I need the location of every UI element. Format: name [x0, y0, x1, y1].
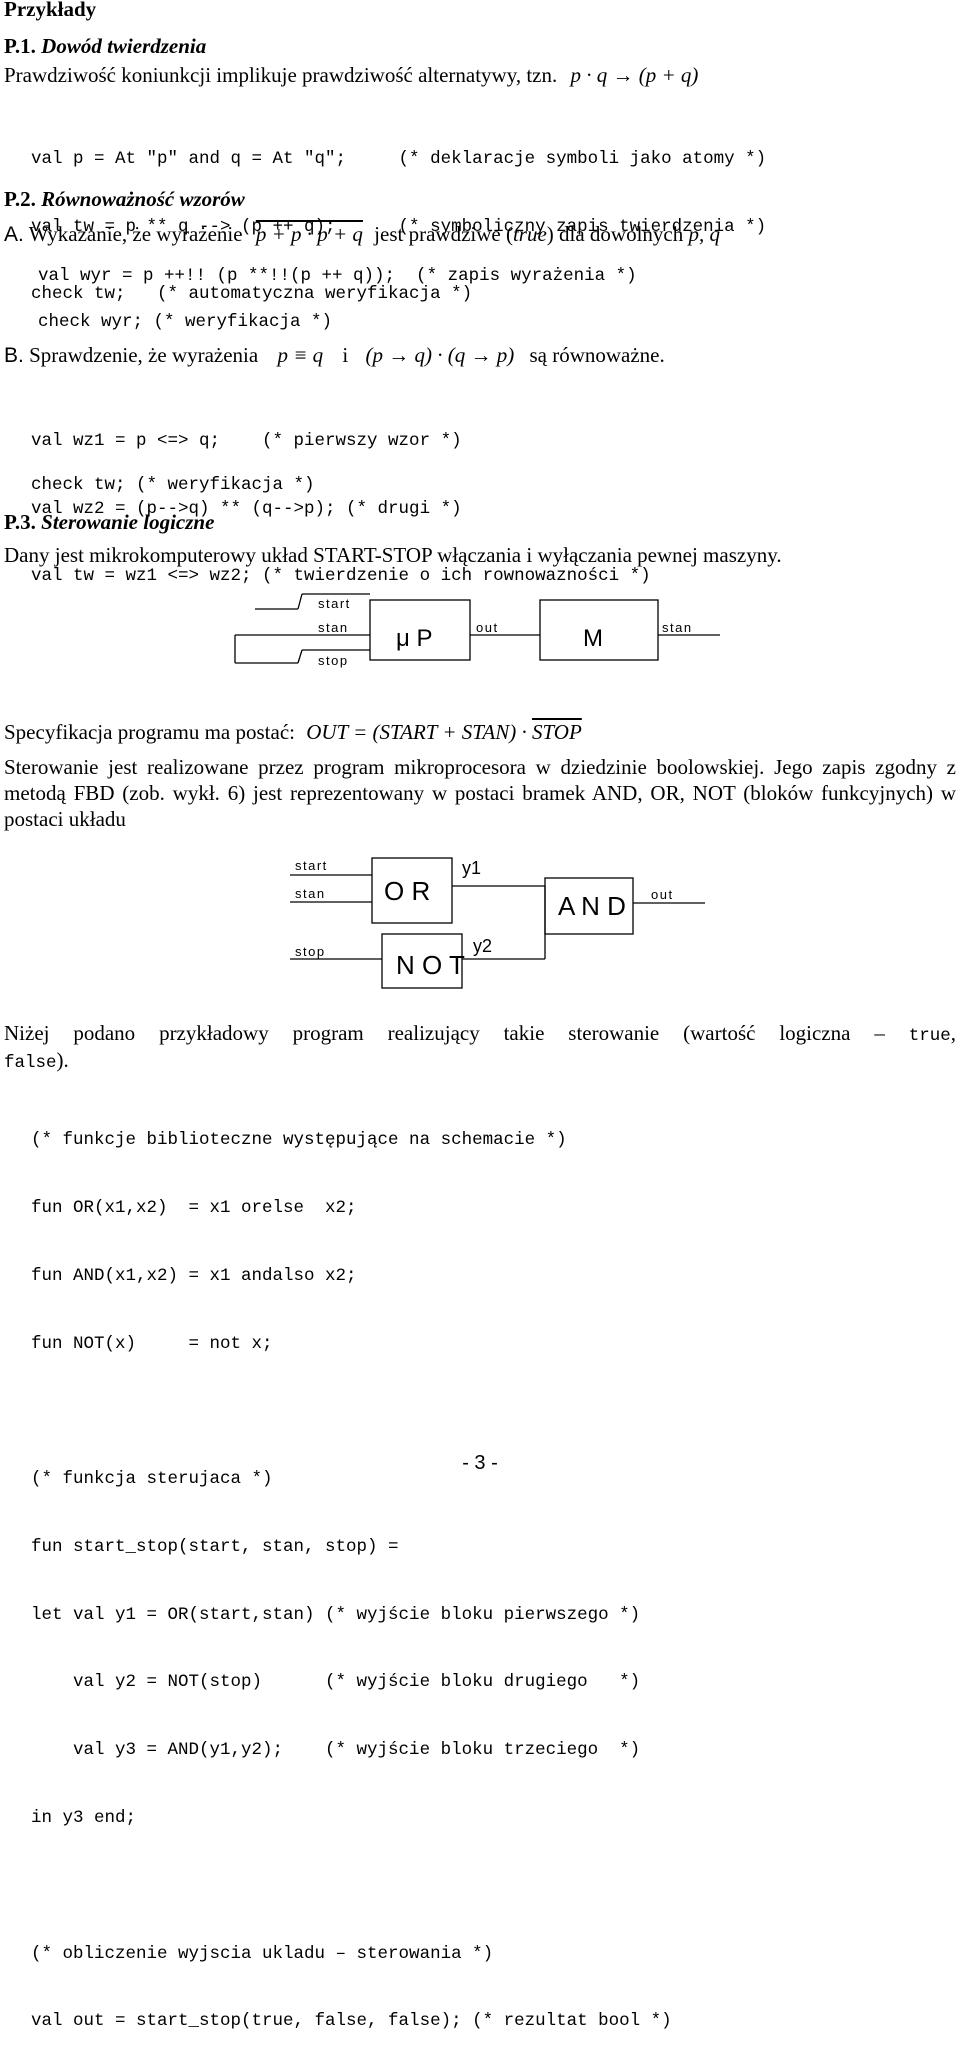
section-title-text: Równoważność wzorów: [41, 187, 245, 211]
a-text-middle: jest prawdziwe (: [374, 222, 513, 246]
label-stop: stop: [295, 944, 326, 959]
code-line: [31, 1400, 672, 1423]
label-stan-in: stan: [318, 620, 349, 635]
code-line: in y3 end;: [31, 1808, 137, 1828]
b-formula-2: (p → q) · (q → p): [365, 343, 515, 367]
code-line: val wz2 = (p-->q) ** (q-->p); (* drugi *…: [31, 498, 462, 519]
code-line: val tw = wz1 <=> wz2; (* twierdzenie o i…: [31, 566, 651, 586]
p1-description-text: Prawdziwość koniunkcji implikuje prawdzi…: [4, 63, 558, 87]
b-i: i: [342, 343, 349, 367]
prog-intro-2: false).: [4, 1048, 69, 1073]
p1-description: Prawdziwość koniunkcji implikuje prawdzi…: [4, 63, 698, 88]
label-stan: stan: [295, 886, 326, 901]
code-line: val out = start_stop(true, false, false)…: [31, 2011, 672, 2032]
code-line: val p = At "p" and q = At "q"; (* deklar…: [31, 149, 767, 169]
p1-code-block: val p = At "p" and q = At "q"; (* deklar…: [31, 103, 766, 328]
spec-line: Specyfikacja programu ma postać: OUT = (…: [4, 720, 582, 745]
start-switch-blade: [297, 593, 303, 610]
label-microprocessor: μ P: [396, 625, 433, 652]
page-heading: Przykłady: [4, 0, 97, 21]
prog-false: false: [4, 1053, 57, 1073]
code-line: let val y1 = OR(start,stan) (* wyjście b…: [31, 1604, 641, 1625]
b-code-block: val wz1 = p <=> q; (* pierwszy wzor *) v…: [31, 385, 651, 610]
section-title-text: Sterowanie logiczne: [41, 510, 215, 534]
a-code-line-2: check wyr; (* weryfikacja *): [38, 312, 333, 332]
b-formula-1: p ≡ q: [277, 343, 324, 367]
code-line: val y3 = AND(y1,y2); (* wyjście bloku tr…: [31, 1740, 641, 1761]
label-machine: M: [583, 625, 603, 652]
code-line: fun NOT(x) = not x;: [31, 1333, 273, 1354]
stop-switch-blade: [297, 649, 303, 664]
a-formula: p + p · p + q: [255, 220, 368, 246]
b-text: Sprawdzenie, że wyrażenia: [29, 343, 259, 367]
label-stop: stop: [318, 653, 349, 668]
fbd-diagram: start stan stop O R N O T A N D y1 y2 ou…: [290, 857, 705, 989]
not-gate-box: [381, 933, 463, 989]
p2-b-statement: B. Sprawdzenie, że wyrażenia p ≡ q i (p …: [4, 343, 665, 368]
code-line: val y2 = NOT(stop) (* wyjście bloku drug…: [31, 1672, 641, 1693]
a-text-after: ) dla dowolnych: [546, 222, 684, 246]
section-title-p1: P.1. Dowód twierdzenia: [4, 34, 206, 59]
code-line: val tw = p ** q --> (p ++ q); (* symboli…: [31, 216, 767, 237]
prog-end: ).: [56, 1048, 69, 1072]
page-number: - 3 -: [462, 1452, 498, 1474]
b-check-line: check tw; (* weryfikacja *): [31, 475, 315, 495]
code-line: fun AND(x1,x2) = x1 andalso x2;: [31, 1265, 357, 1286]
section-title-p3: P.3. Sterowanie logiczne: [4, 510, 214, 535]
microprocessor-box: [369, 599, 471, 661]
p3-paragraph: Sterowanie jest realizowane przez progra…: [4, 755, 956, 831]
label-not: N O T: [396, 950, 465, 980]
a-formula-left: p + p ·: [255, 222, 318, 246]
code-line: (* obliczenie wyjscia ukladu – sterowani…: [31, 1943, 494, 1964]
label-or: O R: [384, 876, 430, 906]
start-stop-diagram: start stan stop μ P out M stan: [234, 593, 720, 668]
label-and: A N D: [558, 891, 626, 921]
a-text: Wykazanie, że wyrażenie: [28, 222, 243, 246]
spec-formula-left: OUT = (START + STAN) ·: [306, 720, 532, 744]
code-line: val wz1 = p <=> q; (* pierwszy wzor *): [31, 431, 462, 451]
label-start: start: [318, 596, 351, 611]
p2-a-statement: A. Wykazanie, że wyrażenie p + p · p + q…: [4, 220, 721, 247]
code-line: check tw; (* automatyczna weryfikacja *): [31, 284, 473, 304]
prog-true: true: [908, 1026, 951, 1046]
prog-intro: Niżej podano przykładowy program realizu…: [4, 1021, 956, 1046]
spec-text: Specyfikacja programu ma postać:: [4, 720, 295, 744]
and-gate-box: [544, 877, 634, 935]
p3-code-block: (* funkcje biblioteczne występujące na s…: [31, 1084, 672, 2056]
label-start: start: [295, 858, 328, 873]
label-out: out: [476, 620, 499, 635]
label-y1: y1: [462, 858, 481, 878]
a-formula-right: p + q: [317, 220, 363, 246]
label-y2: y2: [473, 936, 492, 956]
code-line: fun OR(x1,x2) = x1 orelse x2;: [31, 1197, 357, 1218]
item-letter-b: B.: [4, 344, 24, 367]
a-vars: p, q: [688, 222, 721, 246]
code-line: fun start_stop(start, stan, stop) =: [31, 1536, 399, 1557]
item-letter-a: A.: [4, 223, 24, 246]
spec-formula: OUT = (START + STAN) · STOP: [306, 720, 582, 744]
a-code-line-1: val wyr = p ++!! (p **!!(p ++ q)); (* za…: [38, 266, 637, 286]
a-text-true: true: [512, 222, 547, 246]
machine-box: [539, 599, 659, 661]
label-stan-out: stan: [662, 620, 693, 635]
or-gate-box: [371, 857, 453, 924]
section-title-text: Dowód twierdzenia: [41, 34, 207, 58]
code-line: (* funkcje biblioteczne występujące na s…: [31, 1130, 567, 1151]
section-title-p2: P.2. Równoważność wzorów: [4, 187, 245, 212]
prog-intro-text: Niżej podano przykładowy program realizu…: [4, 1021, 885, 1045]
code-line: [31, 1875, 672, 1898]
section-number: P.1.: [4, 34, 36, 58]
label-out: out: [651, 887, 674, 902]
p1-formula: p · q → (p + q): [570, 63, 699, 87]
b-text-after: są równoważne.: [529, 343, 665, 367]
section-number: P.3.: [4, 510, 36, 534]
section-number: P.2.: [4, 187, 36, 211]
p3-intro: Dany jest mikrokomputerowy układ START-S…: [4, 543, 782, 567]
spec-formula-stop: STOP: [531, 720, 582, 744]
